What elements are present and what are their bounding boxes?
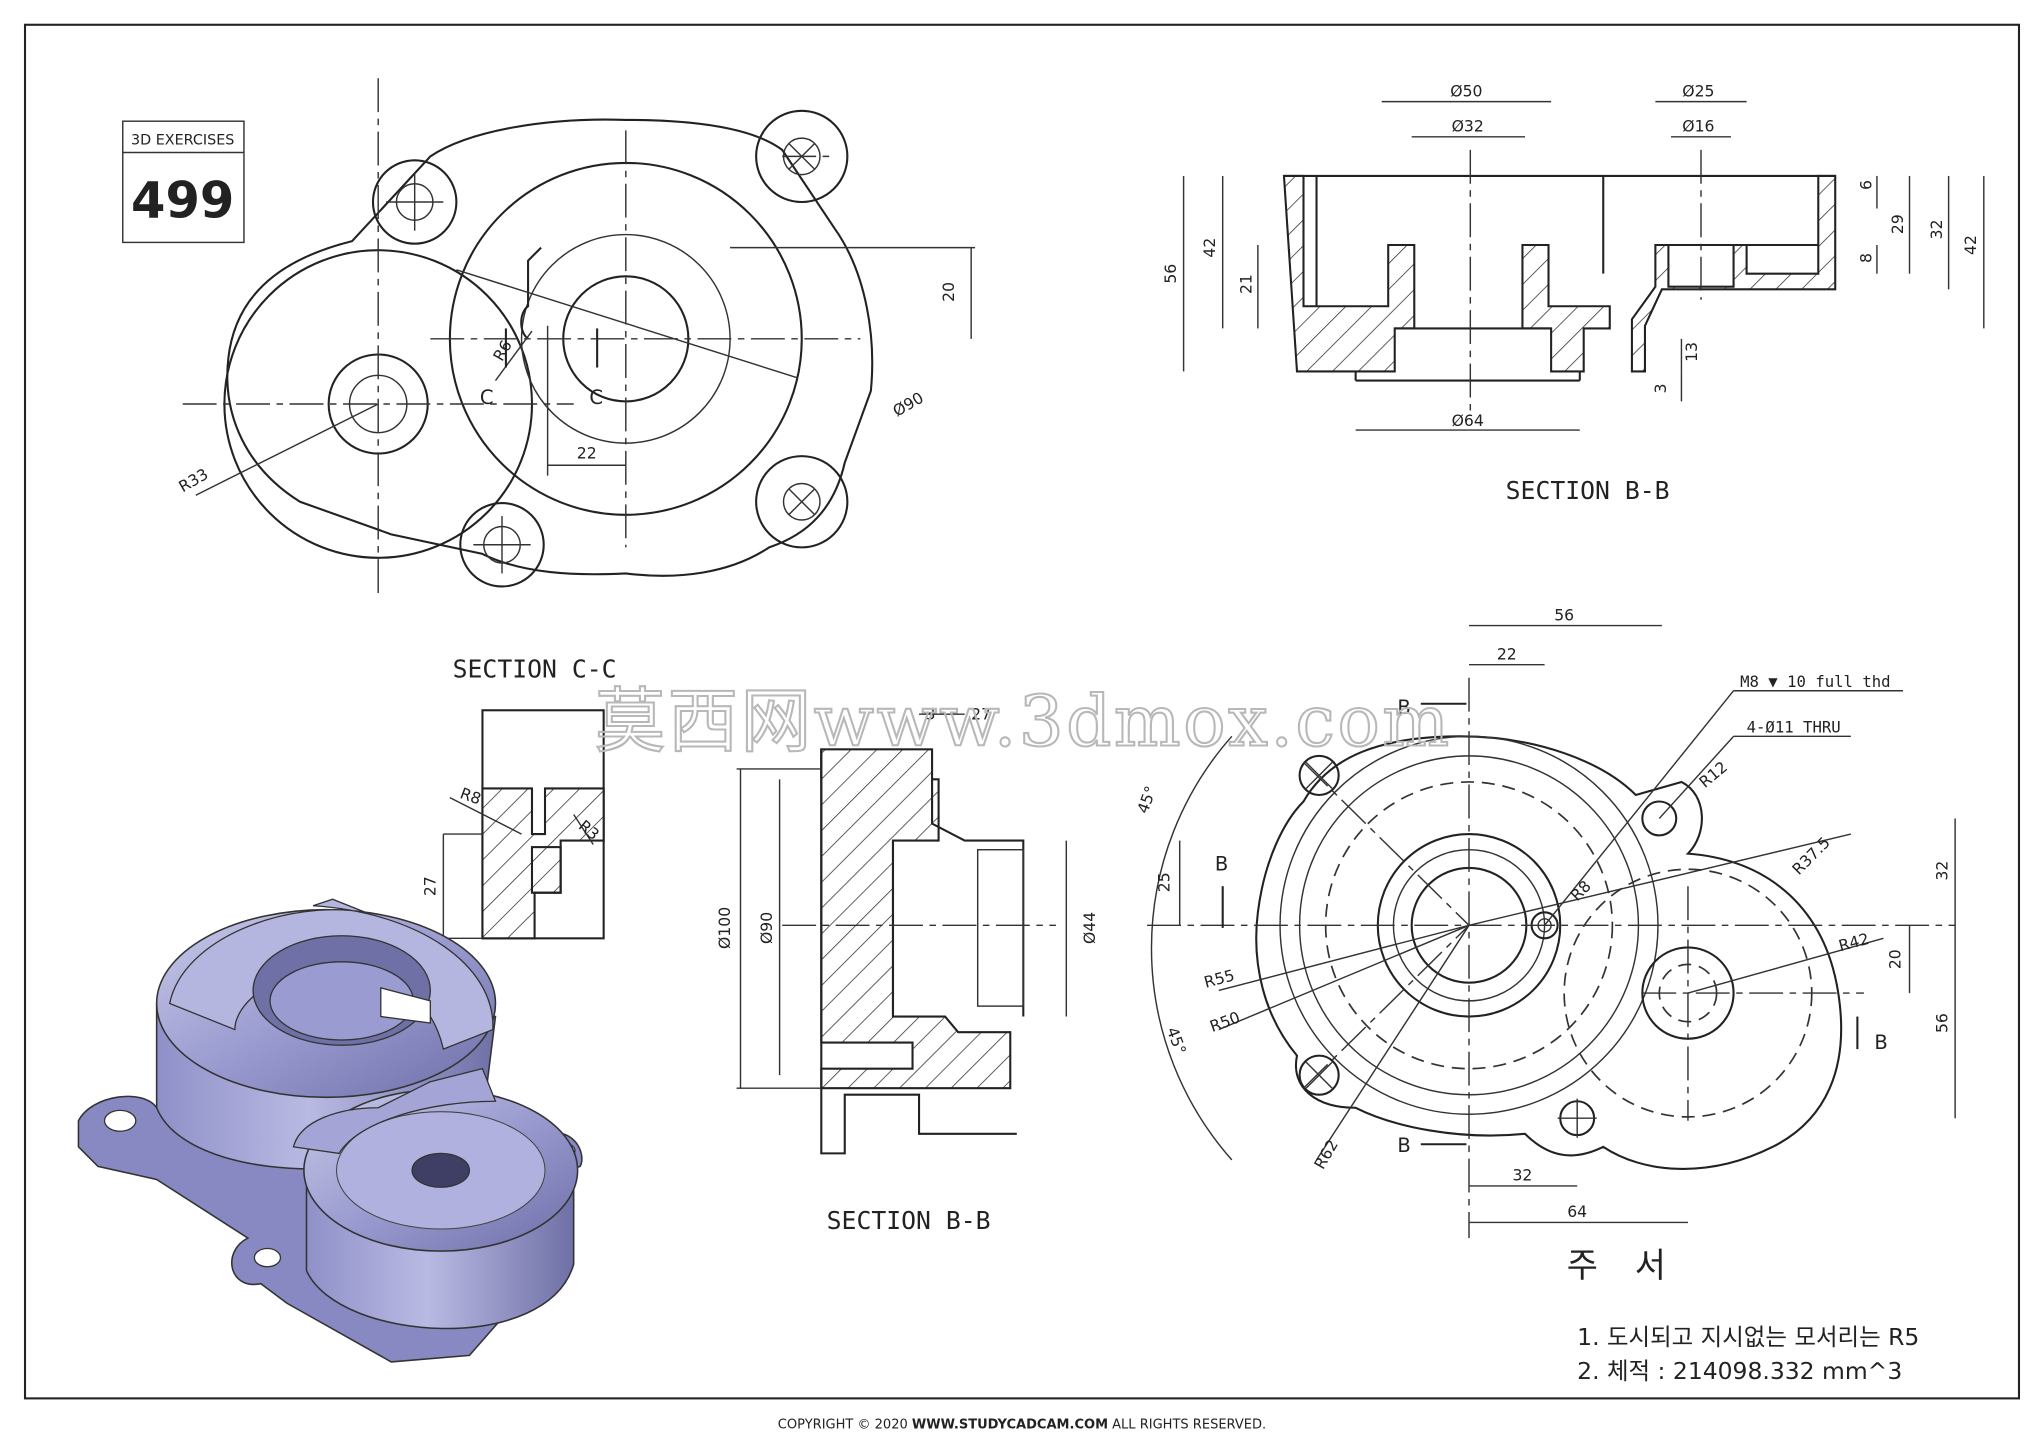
copyright-line: COPYRIGHT © 2020 WWW.STUDYCADCAM.COM ALL… [778, 1417, 1266, 1432]
dim-32-vert: 32 [1932, 861, 1951, 881]
dim-r33: R33 [175, 464, 211, 496]
top-left-plan-view: 20 R6 Ø90 R33 22 C C [175, 78, 976, 593]
dim-64: 64 [1567, 1202, 1587, 1221]
section-cc: SECTION C-C R8 R3 27 [421, 655, 617, 940]
dim-r50: R50 [1207, 1008, 1242, 1036]
copyright-site: WWW.STUDYCADCAM.COM [912, 1417, 1108, 1432]
notes-block: 주 서 1. 도시되고 지시없는 모서리는 R5 2. 체적 : 214098.… [1567, 1246, 1920, 1385]
dim-dia25: Ø25 [1682, 81, 1714, 100]
sheet-border [23, 23, 2021, 1400]
dim-25: 25 [1154, 872, 1173, 892]
dim-r62: R62 [1310, 1136, 1342, 1172]
dim-21: 21 [1236, 274, 1255, 294]
dim-20-front: 20 [1885, 949, 1904, 969]
badge-caption: 3D EXERCISES [131, 133, 234, 149]
dim-dia44: Ø44 [1080, 912, 1099, 944]
dim-r42: R42 [1837, 929, 1872, 955]
exercise-badge: 3D EXERCISES 499 [122, 120, 245, 244]
dim-dia64: Ø64 [1452, 411, 1484, 430]
section-label-cc: SECTION C-C [453, 655, 617, 684]
thread-note: M8 ▼ 10 full thd [1740, 672, 1891, 691]
notes-line-1: 1. 도시되고 지시없는 모서리는 R5 [1577, 1323, 1919, 1351]
dim-r6: R6 [489, 337, 516, 365]
cut-letter-c-right: C [589, 386, 603, 409]
dim-r37-5: R37.5 [1788, 833, 1834, 879]
notes-line-2: 2. 체적 : 214098.332 mm^3 [1577, 1357, 1902, 1385]
section-label-bb-mid: SECTION B-B [827, 1206, 991, 1235]
dim-dia90: Ø90 [889, 388, 926, 421]
hole-note: 4-Ø11 THRU [1747, 717, 1841, 736]
notes-title: 주 서 [1567, 1246, 1679, 1285]
dim-22-top: 22 [1497, 644, 1517, 663]
cut-letter-b-1: B [1397, 696, 1410, 719]
cut-letter-b-4: B [1397, 1134, 1410, 1157]
dim-32-horiz: 32 [1513, 1166, 1533, 1185]
dim-32: 32 [1927, 219, 1946, 239]
dim-6: 6 [1857, 180, 1876, 190]
watermark: 莫西网www.3dmox.com [595, 680, 1452, 762]
dim-dia50: Ø50 [1450, 81, 1482, 100]
dim-dia100: Ø100 [715, 907, 734, 949]
dim-29: 29 [1888, 214, 1907, 234]
copyright-prefix: COPYRIGHT © 2020 [778, 1417, 912, 1432]
dim-42-left: 42 [1200, 238, 1219, 258]
dim-angle-45-top: 45° [1133, 783, 1160, 816]
dim-27-cc: 27 [421, 876, 440, 896]
dim-13: 13 [1682, 342, 1701, 362]
copyright-suffix: ALL RIGHTS RESERVED. [1108, 1417, 1266, 1432]
isometric-render [77, 898, 583, 1363]
section-bb-top: Ø50 Ø32 Ø25 Ø16 Ø64 56 42 21 6 8 29 32 4… [1161, 81, 1985, 505]
dim-dia32: Ø32 [1452, 117, 1484, 136]
section-bb-mid: 3 27 Ø100 Ø90 Ø44 SECTION B-B [715, 704, 1099, 1235]
dim-20: 20 [939, 282, 958, 302]
dim-56-vert: 56 [1932, 1013, 1951, 1033]
dim-angle-45-bot: 45° [1163, 1024, 1190, 1057]
dim-r8-cc: R8 [458, 783, 484, 808]
dim-8: 8 [1857, 253, 1876, 263]
dim-dia90-mid: Ø90 [757, 912, 776, 944]
cut-letter-c-left: C [480, 386, 494, 409]
cut-letter-b-3: B [1874, 1031, 1887, 1054]
cut-letter-b-2: B [1215, 853, 1228, 876]
badge-number: 499 [131, 172, 234, 230]
dim-56: 56 [1161, 264, 1180, 284]
dim-3-mid: 3 [926, 704, 936, 723]
dim-22: 22 [577, 444, 597, 463]
section-label-bb-top: SECTION B-B [1506, 476, 1670, 505]
dim-27-mid: 27 [971, 704, 991, 723]
dim-3: 3 [1651, 383, 1670, 393]
dim-dia16: Ø16 [1682, 117, 1714, 136]
dim-56-top: 56 [1554, 605, 1574, 624]
dim-42-right: 42 [1961, 235, 1980, 255]
dim-r12: R12 [1695, 757, 1731, 791]
